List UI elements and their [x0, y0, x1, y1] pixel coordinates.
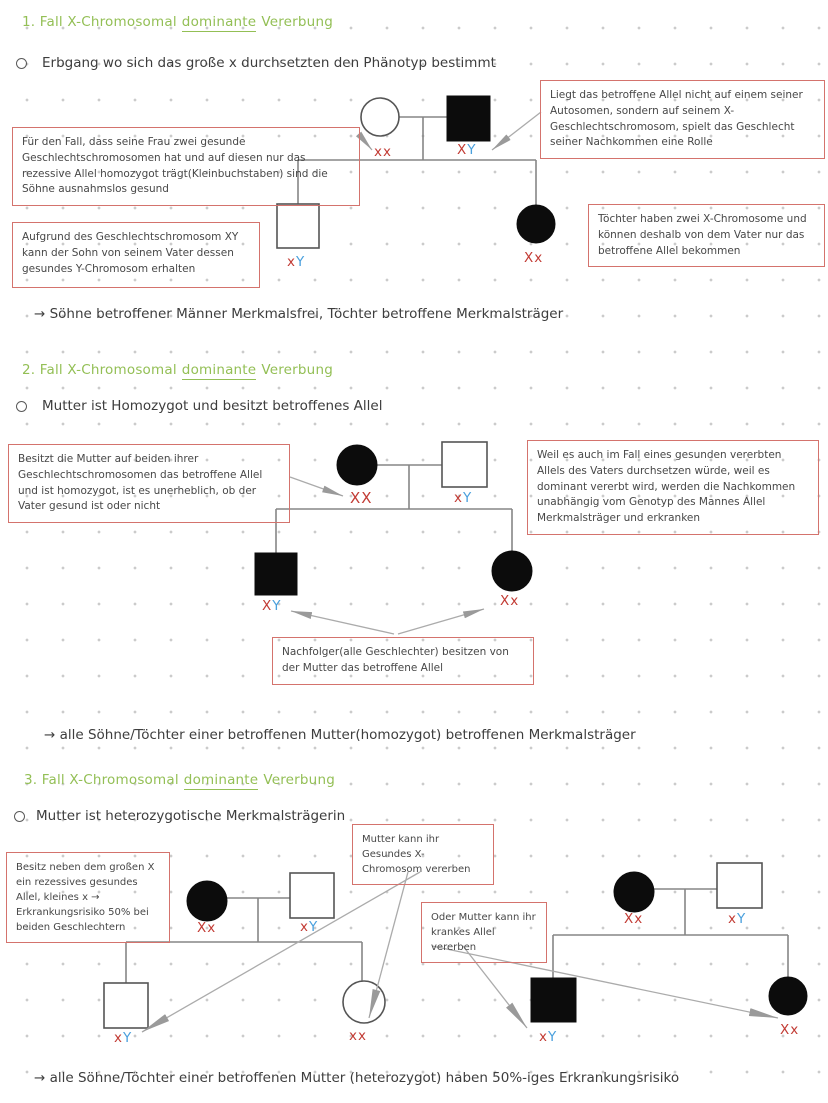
annotation-arrows [141, 111, 779, 1033]
pedigree-3-right [552, 888, 789, 978]
arrow-to-father-XY [491, 111, 542, 151]
note-offspring-inherit: Nachfolger(alle Geschlechter) besitzen v… [272, 637, 534, 685]
note-wife-healthy: Für den Fall, dass seine Frau zwei gesun… [12, 127, 360, 206]
section-3-conclusion: → alle Söhne/Töchter einer betroffenen M… [34, 1070, 680, 1086]
title-underlined-word: dominante [181, 362, 257, 380]
note-daughters-get-x: Töchter haben zwei X-Chromosome und könn… [588, 204, 825, 268]
mother-affected-circle [186, 880, 228, 922]
son-affected-square [254, 552, 298, 596]
allele-x: x [454, 490, 463, 506]
genotype-father-3l: xY [300, 919, 318, 935]
son-unaffected-square [276, 203, 320, 249]
genotype-father-1: XY [457, 142, 477, 158]
genotype-daughter-3r: Xx [780, 1022, 800, 1038]
son-unaffected-square [103, 982, 149, 1029]
father-unaffected-square [441, 441, 488, 488]
allele-y: Y [737, 911, 747, 927]
genotype-father-3r: xY [728, 911, 746, 927]
mother-unaffected-circle [360, 97, 400, 137]
genotype-daughter-2: Xx [500, 593, 520, 609]
title-prefix: 2. Fall X-Chromosomal [22, 362, 177, 378]
father-unaffected-square [716, 862, 763, 909]
section-2-bullet: Mutter ist Homozygot und besitzt betroff… [42, 398, 383, 414]
allele-x: x [539, 1029, 548, 1045]
arrow-healthy-to-son [141, 871, 421, 1033]
section-3-bullet: Mutter ist heterozygotische Merkmalsträg… [36, 808, 346, 824]
bullet-circle-icon [14, 811, 25, 822]
allele-y: Y [463, 490, 473, 506]
arrow-to-mother-XX [289, 476, 344, 497]
section-1-bullet: Erbgang wo sich das große x durchsetzten… [42, 55, 496, 71]
genotype-father-2: xY [454, 490, 472, 506]
note-sick-allele: Oder Mutter kann ihr krankes Allel verer… [421, 902, 547, 963]
allele-x: x [287, 254, 296, 270]
arrow-to-mother-xx [355, 131, 373, 151]
allele-y: Y [548, 1029, 558, 1045]
genotype-mother-3l: Xx [197, 920, 217, 936]
genotype-daughter-3l: xx [349, 1028, 367, 1044]
father-affected-square [446, 95, 491, 142]
genotype-son-1: xY [287, 254, 305, 270]
daughter-unaffected-circle [342, 980, 386, 1024]
section-1-conclusion: → Söhne betroffener Männer Merkmalsfrei,… [34, 306, 564, 322]
genotype-daughter-1: Xx [524, 250, 544, 266]
arrow-sick-to-daughter [431, 945, 779, 1019]
title-suffix: Vererbung [263, 772, 335, 788]
bullet-circle-icon [16, 401, 27, 412]
genotype-mother-3r: Xx [624, 911, 644, 927]
genotype-mother-2: XX [350, 489, 373, 507]
arrow-healthy-to-daughter [368, 871, 409, 1019]
note-mother-homozygous: Besitzt die Mutter auf beiden ihrer Gesc… [8, 444, 290, 523]
arrow-sick-to-son [462, 945, 528, 1029]
title-underlined-word: dominante [181, 14, 257, 32]
title-suffix: Vererbung [261, 362, 333, 378]
section-2-conclusion: → alle Söhne/Töchter einer betroffenen M… [44, 727, 636, 743]
note-son-gets-y: Aufgrund des Geschlechtschromosom XY kan… [12, 222, 260, 288]
allele-y: Y [123, 1030, 133, 1046]
allele-x: x [114, 1030, 123, 1046]
pedigree-3-left [125, 897, 363, 983]
allele-x: x [300, 919, 309, 935]
bullet-circle-icon [16, 58, 27, 69]
father-unaffected-square [289, 872, 335, 919]
allele-x: X [262, 598, 273, 614]
allele-y: Y [467, 142, 477, 158]
daughter-affected-circle [491, 550, 533, 592]
arrow-to-son-XY [290, 610, 395, 635]
mother-affected-circle [613, 871, 655, 913]
title-underlined-word: dominante [183, 772, 259, 790]
note-allele-x-linked: Liegt das betroffene Allel nicht auf ein… [540, 80, 825, 159]
daughter-affected-circle [516, 204, 556, 244]
daughter-affected-circle [768, 976, 808, 1016]
arrow-to-daughter-Xx [397, 608, 485, 635]
mother-affected-circle [336, 444, 378, 486]
allele-y: Y [296, 254, 306, 270]
note-healthy-allele: Mutter kann ihr Gesundes X-Chromosom ver… [352, 824, 494, 885]
genotype-son-2: XY [262, 598, 282, 614]
genotype-son-3l: xY [114, 1030, 132, 1046]
note-heterozygous-risk: Besitz neben dem großen X ein rezessives… [6, 852, 170, 943]
son-affected-square [530, 977, 577, 1023]
genotype-mother-1: xx [374, 144, 392, 160]
pedigree-1 [297, 116, 537, 205]
genotype-son-3r: xY [539, 1029, 557, 1045]
title-suffix: Vererbung [261, 14, 333, 30]
title-prefix: 1. Fall X-Chromosomal [22, 14, 177, 30]
pedigree-2 [275, 464, 513, 553]
title-prefix: 3. Fall X-Chromosomal [24, 772, 179, 788]
allele-y: Y [272, 598, 282, 614]
allele-y: Y [309, 919, 319, 935]
allele-x: X [457, 142, 468, 158]
allele-x: x [728, 911, 737, 927]
note-father-irrelevant: Weil es auch im Fall eines gesunden vere… [527, 440, 819, 535]
